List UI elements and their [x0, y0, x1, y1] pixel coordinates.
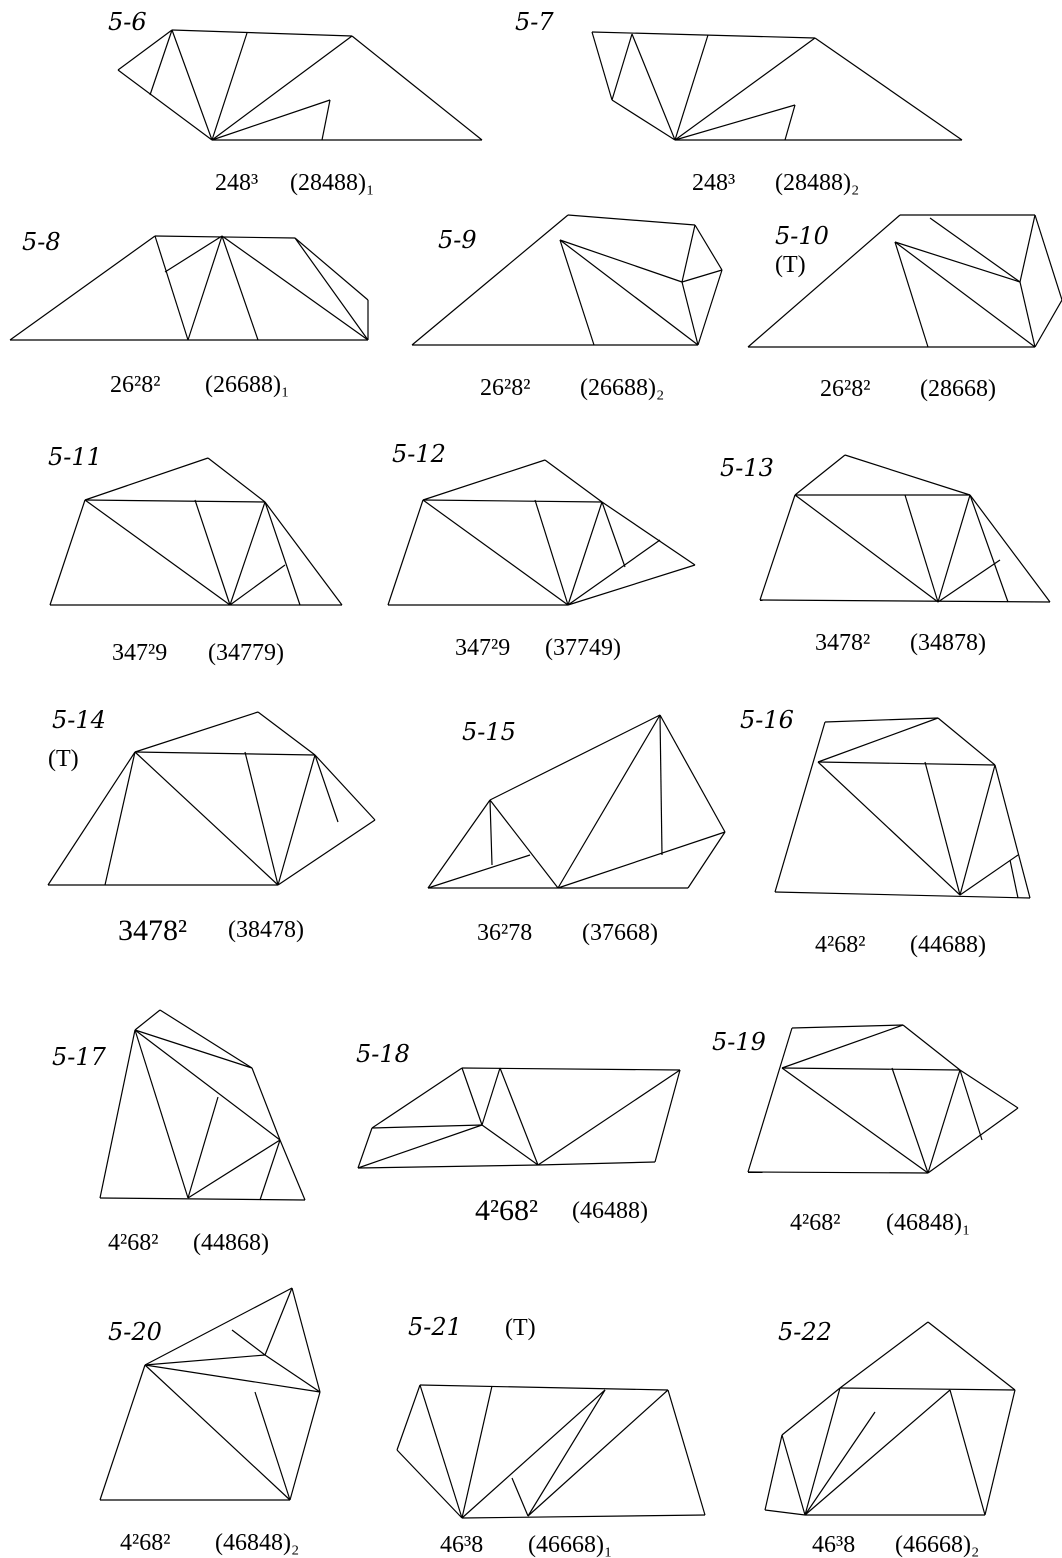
figure-label: 5-15	[462, 718, 516, 746]
type-code: (38478)	[228, 917, 304, 943]
vertex-notation: 3478²	[815, 630, 870, 656]
type-code: (28488)₂	[775, 170, 859, 196]
polygon-5-18	[357, 1067, 681, 1169]
figure-label: 5-22	[778, 1318, 832, 1346]
figure-label: 5-18	[356, 1040, 410, 1068]
figure-5-9: 5-9 26²8² (26688)₂	[411, 214, 723, 401]
figure-label: 5-11	[48, 443, 102, 471]
polygon-5-11	[49, 457, 343, 606]
figure-5-12: 5-12 347²9 (37749)	[387, 440, 696, 661]
polygon-5-20	[99, 1287, 321, 1501]
polygon-5-15	[427, 714, 726, 889]
polygon-5-12	[387, 459, 696, 606]
figure-5-19: 5-19 4²68² (46848)₁	[712, 1024, 1019, 1236]
polygon-5-22	[764, 1321, 1016, 1516]
type-code: (28668)	[920, 376, 996, 402]
polygon-5-9	[411, 214, 723, 346]
vertex-notation: 3478²	[118, 914, 187, 947]
type-code: (46488)	[572, 1198, 648, 1224]
type-code: (46668)₁	[528, 1532, 612, 1558]
type-code: (37749)	[545, 635, 621, 661]
figure-label: 5-7	[515, 8, 554, 36]
figure-label: 5-9	[438, 226, 477, 254]
type-code: (34878)	[910, 630, 986, 656]
polygon-5-8	[9, 235, 369, 341]
vertex-notation: 26²8²	[820, 376, 870, 402]
figure-5-10: 5-10 (T) 26²8² (28668)	[747, 214, 1062, 402]
figure-5-6: 5-6 248³ (28488)₁	[108, 8, 483, 196]
type-code: (37668)	[582, 920, 658, 946]
type-code: (44688)	[910, 932, 986, 958]
figure-label: 5-12	[392, 440, 446, 468]
type-code: (46848)₁	[886, 1210, 970, 1236]
figure-label: 5-16	[740, 706, 794, 734]
vertex-notation: 248³	[215, 170, 258, 196]
figure-tag: (T)	[48, 746, 79, 772]
vertex-notation: 4²68²	[790, 1210, 840, 1236]
figure-5-7: 5-7 248³ (28488)₂	[515, 8, 963, 196]
vertex-notation: 4²68²	[475, 1194, 538, 1227]
polygon-5-19	[747, 1024, 1019, 1174]
figure-5-8: 5-8 26²8² (26688)₁	[9, 228, 369, 398]
figure-5-20: 5-20 4²68² (46848)₂	[99, 1287, 321, 1556]
vertex-notation: 46³8	[440, 1532, 483, 1558]
figure-5-14: 5-14 (T) 3478² (38478)	[47, 706, 376, 947]
figure-label: 5-13	[720, 454, 774, 482]
figure-tag: (T)	[505, 1315, 536, 1341]
figure-tag: (T)	[775, 252, 806, 278]
figure-5-11: 5-11 347²9 (34779)	[48, 443, 343, 666]
figure-label: 5-8	[22, 228, 61, 256]
figure-label: 5-17	[52, 1043, 107, 1071]
vertex-notation: 347²9	[455, 635, 510, 661]
polygon-5-6	[117, 29, 483, 141]
vertex-notation: 46³8	[812, 1532, 855, 1558]
polygon-5-16	[774, 717, 1031, 899]
vertex-notation: 4²68²	[120, 1530, 170, 1556]
vertex-notation: 248³	[692, 170, 735, 196]
figure-label: 5-10	[775, 222, 829, 250]
type-code: (46848)₂	[215, 1530, 299, 1556]
polygon-5-10	[747, 214, 1062, 348]
figure-5-16: 5-16 4²68² (44688)	[740, 706, 1031, 958]
figure-5-15: 5-15 36²78 (37668)	[427, 714, 726, 946]
type-code: (28488)₁	[290, 170, 374, 196]
type-code: (34779)	[208, 640, 284, 666]
figure-5-18: 5-18 4²68² (46488)	[356, 1040, 681, 1227]
type-code: (46668)₂	[895, 1532, 979, 1558]
figure-label: 5-14	[52, 706, 106, 734]
figure-5-13: 5-13 3478² (34878)	[720, 454, 1051, 656]
polygon-5-21	[396, 1384, 706, 1519]
vertex-notation: 26²8²	[110, 372, 160, 398]
polygon-5-13	[759, 454, 1051, 603]
vertex-notation: 347²9	[112, 640, 167, 666]
vertex-notation: 36²78	[477, 920, 532, 946]
vertex-notation: 4²68²	[108, 1230, 158, 1256]
polygon-5-14	[47, 711, 376, 886]
vertex-notation: 26²8²	[480, 375, 530, 401]
figure-label: 5-21	[408, 1313, 462, 1341]
figure-5-21: 5-21 (T) 46³8 (46668)₁	[396, 1313, 706, 1558]
figure-label: 5-20	[108, 1318, 162, 1346]
type-code: (26688)₁	[205, 372, 289, 398]
type-code: (26688)₂	[580, 375, 664, 401]
figure-label: 5-6	[108, 8, 147, 36]
figure-label: 5-19	[712, 1028, 766, 1056]
type-code: (44868)	[193, 1230, 269, 1256]
polygon-5-17	[99, 1009, 306, 1201]
vertex-notation: 4²68²	[815, 932, 865, 958]
figure-5-17: 5-17 4²68² (44868)	[52, 1009, 306, 1256]
polygon-5-7	[591, 31, 963, 141]
figure-5-22: 5-22 46³8 (46668)₂	[764, 1318, 1016, 1558]
